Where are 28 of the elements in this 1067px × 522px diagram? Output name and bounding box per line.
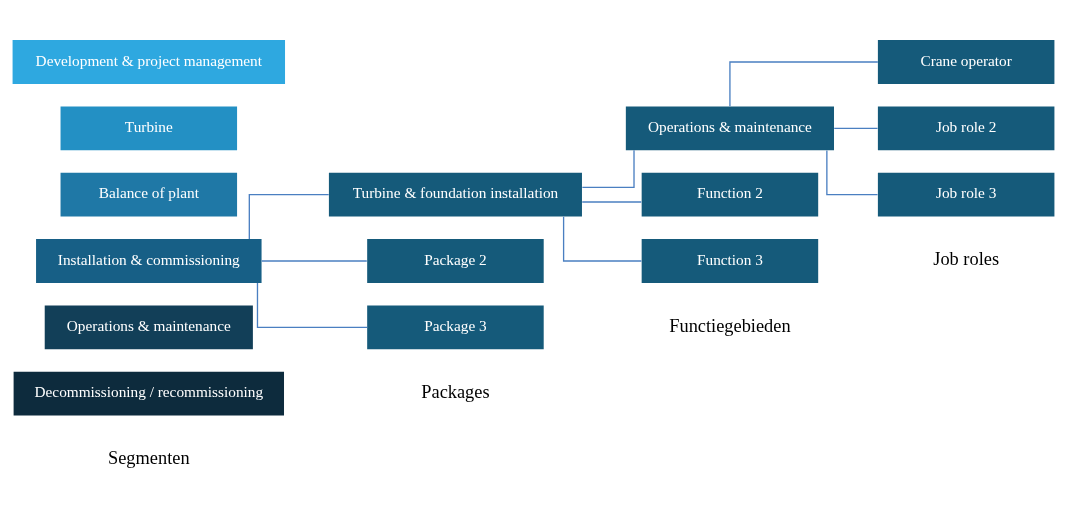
node-box: Operations & maintenance: [44, 305, 253, 350]
connector: [826, 149, 879, 196]
label: Job roles: [933, 249, 1000, 270]
connector: [261, 260, 368, 262]
connector: [562, 216, 643, 262]
node-box: Job role 2: [877, 106, 1055, 151]
connector: [729, 61, 879, 107]
connector: [581, 201, 642, 203]
node-box: Operations & maintenance: [625, 106, 834, 151]
connector: [833, 127, 879, 129]
connector: [248, 194, 330, 240]
node-box: Package 2: [367, 239, 544, 283]
node-box: Decommissioning / recommissioning: [13, 371, 284, 416]
connector: [256, 282, 368, 328]
connector: [581, 149, 635, 189]
label: Packages: [421, 382, 490, 403]
node-box: Job role 3: [877, 172, 1055, 217]
node-box: Installation & commissioning: [36, 239, 262, 283]
node-box: Turbine: [60, 106, 238, 151]
node-box: Crane operator: [877, 40, 1055, 84]
node-box: Function 3: [641, 239, 819, 283]
label: Functiegebieden: [669, 315, 791, 336]
label: Segmenten: [108, 448, 190, 469]
node-box: Function 2: [641, 172, 819, 217]
node-box: Turbine & foundation installation: [328, 172, 582, 217]
node-box: Balance of plant: [60, 172, 238, 217]
node-box: Development & project management: [12, 40, 286, 84]
node-box: Package 3: [367, 305, 544, 350]
